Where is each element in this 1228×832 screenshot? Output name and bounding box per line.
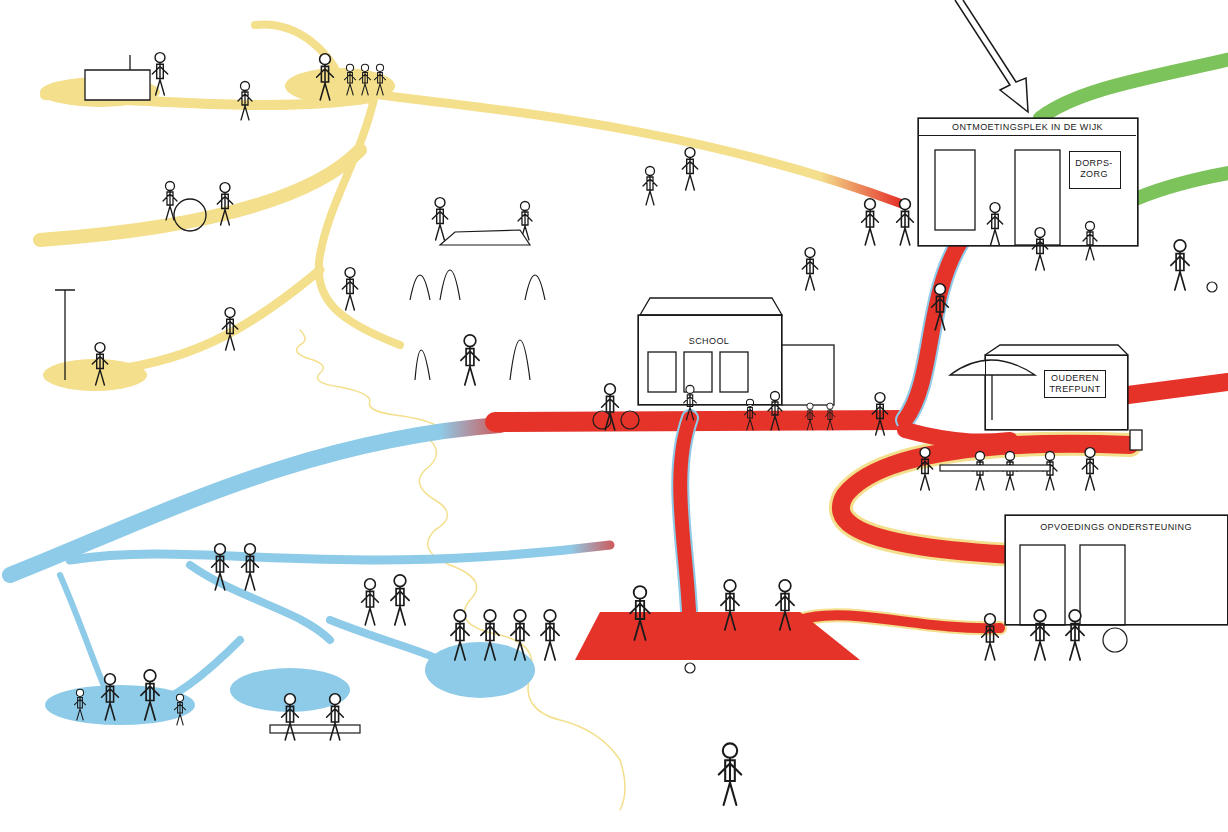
sign-text: DORPS- ZORG <box>1073 158 1115 180</box>
sign-text: OPVOEDINGS ONDERSTEUNING <box>1040 522 1192 533</box>
red-roads <box>495 242 1228 660</box>
blue-roads <box>10 425 610 725</box>
school-building: SCHOOL <box>638 315 782 405</box>
parenting-support-building: OPVOEDINGS ONDERSTEUNING <box>1005 515 1228 625</box>
sign-panel: OPVOEDINGS ONDERSTEUNING <box>1006 518 1226 536</box>
sign-panel: ONTMOETINGSPLEK IN DE WIJK <box>919 119 1136 136</box>
sign-text: OUDEREN TREFPUNT <box>1048 373 1102 395</box>
buildings <box>638 118 1228 625</box>
sign-text: SCHOOL <box>689 336 729 347</box>
meeting-place-building: ONTMOETINGSPLEK IN DE WIJK DORPS- ZORG <box>918 118 1138 246</box>
sign-panel: SCHOOL <box>679 334 739 349</box>
sign-panel: DORPS- ZORG <box>1070 152 1118 185</box>
village-care-sign: DORPS- ZORG <box>1069 151 1121 189</box>
pointer-arrow <box>955 0 1028 112</box>
elderly-meeting-building: OUDEREN TREFPUNT <box>985 355 1128 430</box>
people-figures <box>55 53 1217 805</box>
sign-panel: OUDEREN TREFPUNT <box>1044 370 1106 398</box>
yellow-roads <box>40 25 905 810</box>
sign-text: ONTMOETINGSPLEK IN DE WIJK <box>952 122 1103 133</box>
